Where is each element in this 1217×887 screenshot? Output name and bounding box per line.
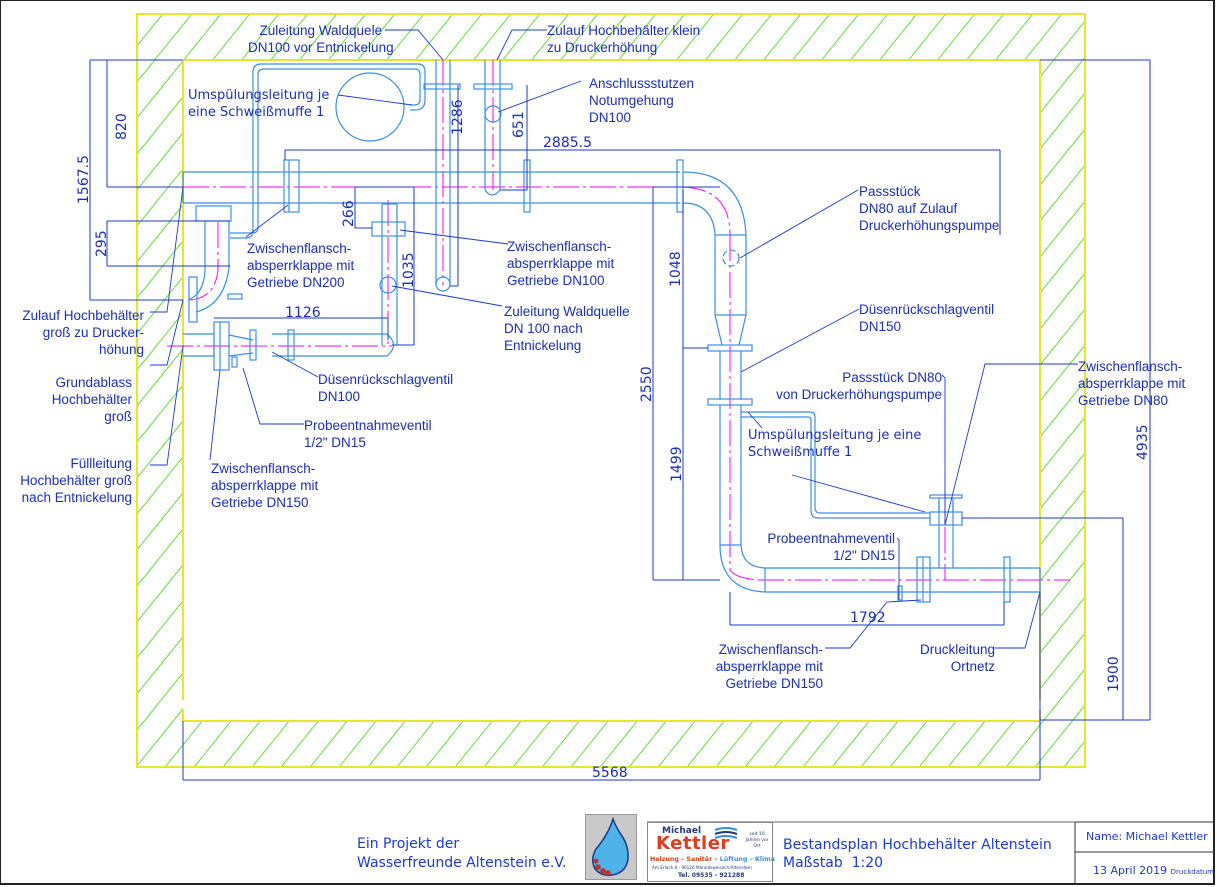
label-zwischenflansch-dn200: Zwischenflansch- absperrklappe mit Getri… — [247, 241, 355, 290]
label-grundablass: Grundablass Hochbehälter groß — [51, 375, 132, 424]
label-zuleitung-nach: Zuleitung Waldquelle DN 100 nach Entnick… — [504, 304, 630, 353]
label-zuleitung-vor: Zuleitung Waldquele DN100 vor Entnickelu… — [248, 23, 394, 55]
wall-outer-outline — [136, 13, 1086, 768]
reducer-dn150 — [228, 334, 254, 357]
label-druckleitung: Druckleitung Ortnetz — [919, 642, 995, 674]
drawing-title-block: Bestandsplan Hochbehälter Altenstein Maß… — [783, 836, 1052, 872]
author-name: Name: Michael Kettler — [1086, 830, 1208, 843]
walls — [136, 13, 1086, 768]
passstueck-marker — [722, 249, 740, 267]
label-duesen-dn150: Düsenrückschlagventil DN150 — [859, 302, 995, 334]
water-drop-icon — [592, 816, 629, 877]
company-logo-kettler: Michael Kettler seit 10 Jahren vor Ort H… — [647, 822, 775, 882]
drawing-scale: Maßstab 1:20 — [783, 855, 884, 871]
logo-services: Heizung – Sanitär – Lüftung – Klima — [650, 856, 775, 863]
logo-services-1: Heizung – Sanitär – — [650, 856, 720, 863]
logo-phone: Tel. 09535 - 921288 — [678, 872, 745, 879]
wall-left — [137, 60, 183, 767]
water-drop-logo — [585, 814, 637, 880]
pipe-zuleitung-vor — [435, 60, 451, 285]
print-date-label: Druckdatum — [1170, 868, 1214, 876]
label-zwischenflansch-dn150-right: Zwischenflansch- absperrklappe mit Getri… — [715, 642, 823, 691]
pipe-vertical-right — [714, 234, 747, 315]
project-line-2: Wasserfreunde Altenstein e.V. — [357, 855, 567, 871]
flange-dn200 — [283, 159, 300, 213]
dimension-lines — [89, 59, 1151, 781]
label-umspuelung-right: Umspülungsleitung je eine Schweißmuffe 1 — [748, 428, 922, 460]
label-zulauf-gross: Zulauf Hochbehälter groß zu Drucker- höh… — [22, 308, 144, 357]
label-passstueck-von: Passstück DN80 von Druckerhöhungspumpe — [776, 370, 942, 402]
label-zwischenflansch-dn100: Zwischenflansch- absperrklappe mit Getri… — [507, 239, 615, 288]
flushing-line-top — [252, 63, 426, 203]
wall-right — [1040, 60, 1085, 767]
print-date: 13 April 2019 Druckdatum — [1093, 864, 1214, 877]
tank-marker — [335, 72, 405, 142]
logo-tagline: seit 10 Jahren vor Ort — [745, 832, 769, 849]
label-fuellleitung: Füllleitung Hochbehälter groß nach Entni… — [20, 456, 132, 505]
label-probe-left: Probeentnahmeventil 1/2" DN15 — [304, 418, 432, 450]
label-zwischenflansch-dn80: Zwischenflansch- absperrklappe mit Getri… — [1078, 359, 1186, 408]
print-date-value: 13 April 2019 — [1093, 864, 1168, 877]
label-umspuelung-top: Umspülungsleitung je eine Schweißmuffe 1 — [188, 88, 330, 120]
pipe-zulauf-klein — [484, 60, 501, 190]
label-zwischenflansch-dn150-left: Zwischenflansch- absperrklappe mit Getri… — [211, 461, 319, 510]
label-duesen-dn100: Düsenrückschlagventil DN100 — [318, 372, 454, 404]
flushing-line-right — [741, 411, 930, 519]
project-credit: Ein Projekt der Wasserfreunde Altenstein… — [357, 835, 567, 873]
label-zulauf-klein: Zulauf Hochbehälter klein zu Druckerhöhu… — [547, 23, 701, 55]
flange-dn100 — [371, 221, 406, 237]
project-line-1: Ein Projekt der — [357, 836, 460, 852]
logo-first-name: Michael — [662, 826, 702, 836]
label-anschlussstutzen: Anschlussstutzen Notumgehung DN100 — [589, 76, 695, 125]
dim-1126: 1126 — [285, 305, 321, 321]
wall-bottom — [183, 721, 1040, 767]
dim-1792: 1792 — [850, 610, 886, 626]
drawing-title: Bestandsplan Hochbehälter Altenstein — [783, 837, 1052, 853]
logo-address: Am Erlach 6 · 96126 Maroldsweisach/Alten… — [652, 865, 752, 870]
label-passstueck-zulauf: Passstück DN80 auf Zulauf Druckerhöhungs… — [859, 184, 1000, 233]
wave-icon — [714, 827, 738, 839]
logo-services-2: Lüftung – Klima — [719, 856, 775, 863]
wall-top — [137, 14, 1085, 60]
dim-2885-5: 2885.5 — [543, 135, 592, 151]
pipe-main-horizontal — [183, 171, 680, 204]
dim-5568: 5568 — [592, 765, 628, 781]
logo-last-name: Kettler — [656, 833, 730, 854]
label-probe-right: Probeentnahmeventil 1/2" DN15 — [767, 531, 895, 563]
leader-lines — [150, 29, 1078, 649]
